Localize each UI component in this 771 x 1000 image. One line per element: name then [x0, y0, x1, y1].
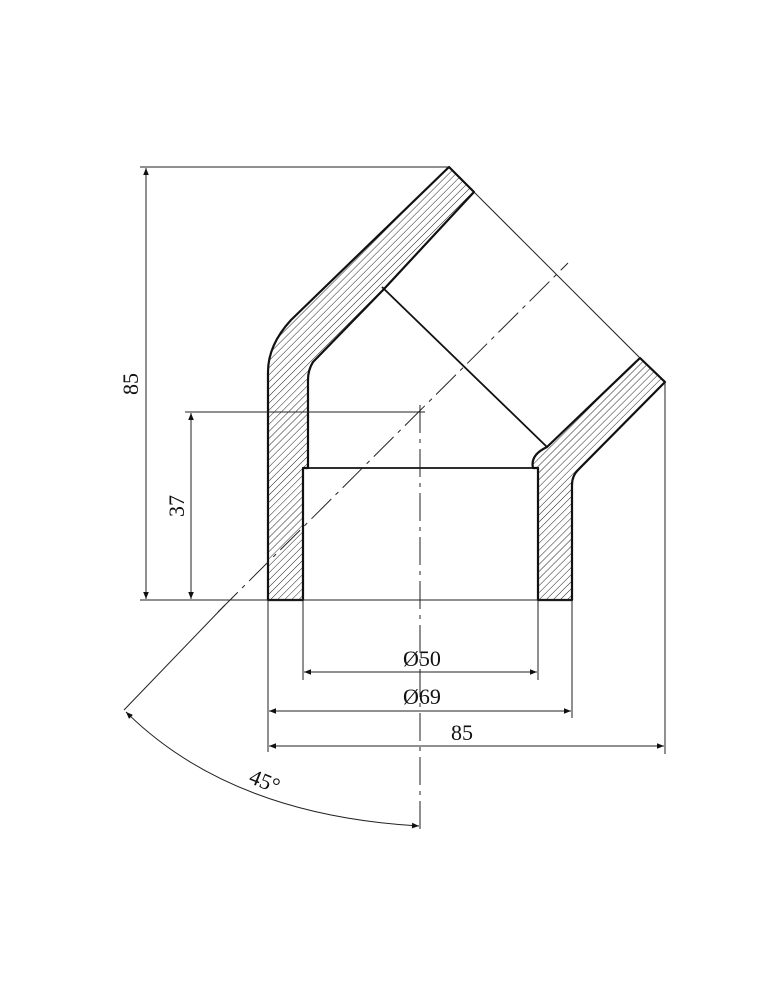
label-outer-diameter: Ø69	[403, 684, 441, 709]
label-height: 85	[118, 373, 143, 395]
diagonal-center-line	[217, 262, 569, 613]
label-width: 85	[451, 720, 473, 745]
right-wall-section	[531, 356, 667, 602]
socket-upper-bottom-line	[381, 286, 548, 448]
dim-arc-angle	[125, 711, 420, 829]
left-wall-section	[266, 165, 476, 602]
socket-upper-outline	[473, 191, 641, 359]
label-depth: 37	[164, 495, 189, 517]
label-angle: 45°	[246, 764, 284, 799]
label-inner-diameter: Ø50	[403, 646, 441, 671]
ext-line-angle	[123, 604, 226, 711]
